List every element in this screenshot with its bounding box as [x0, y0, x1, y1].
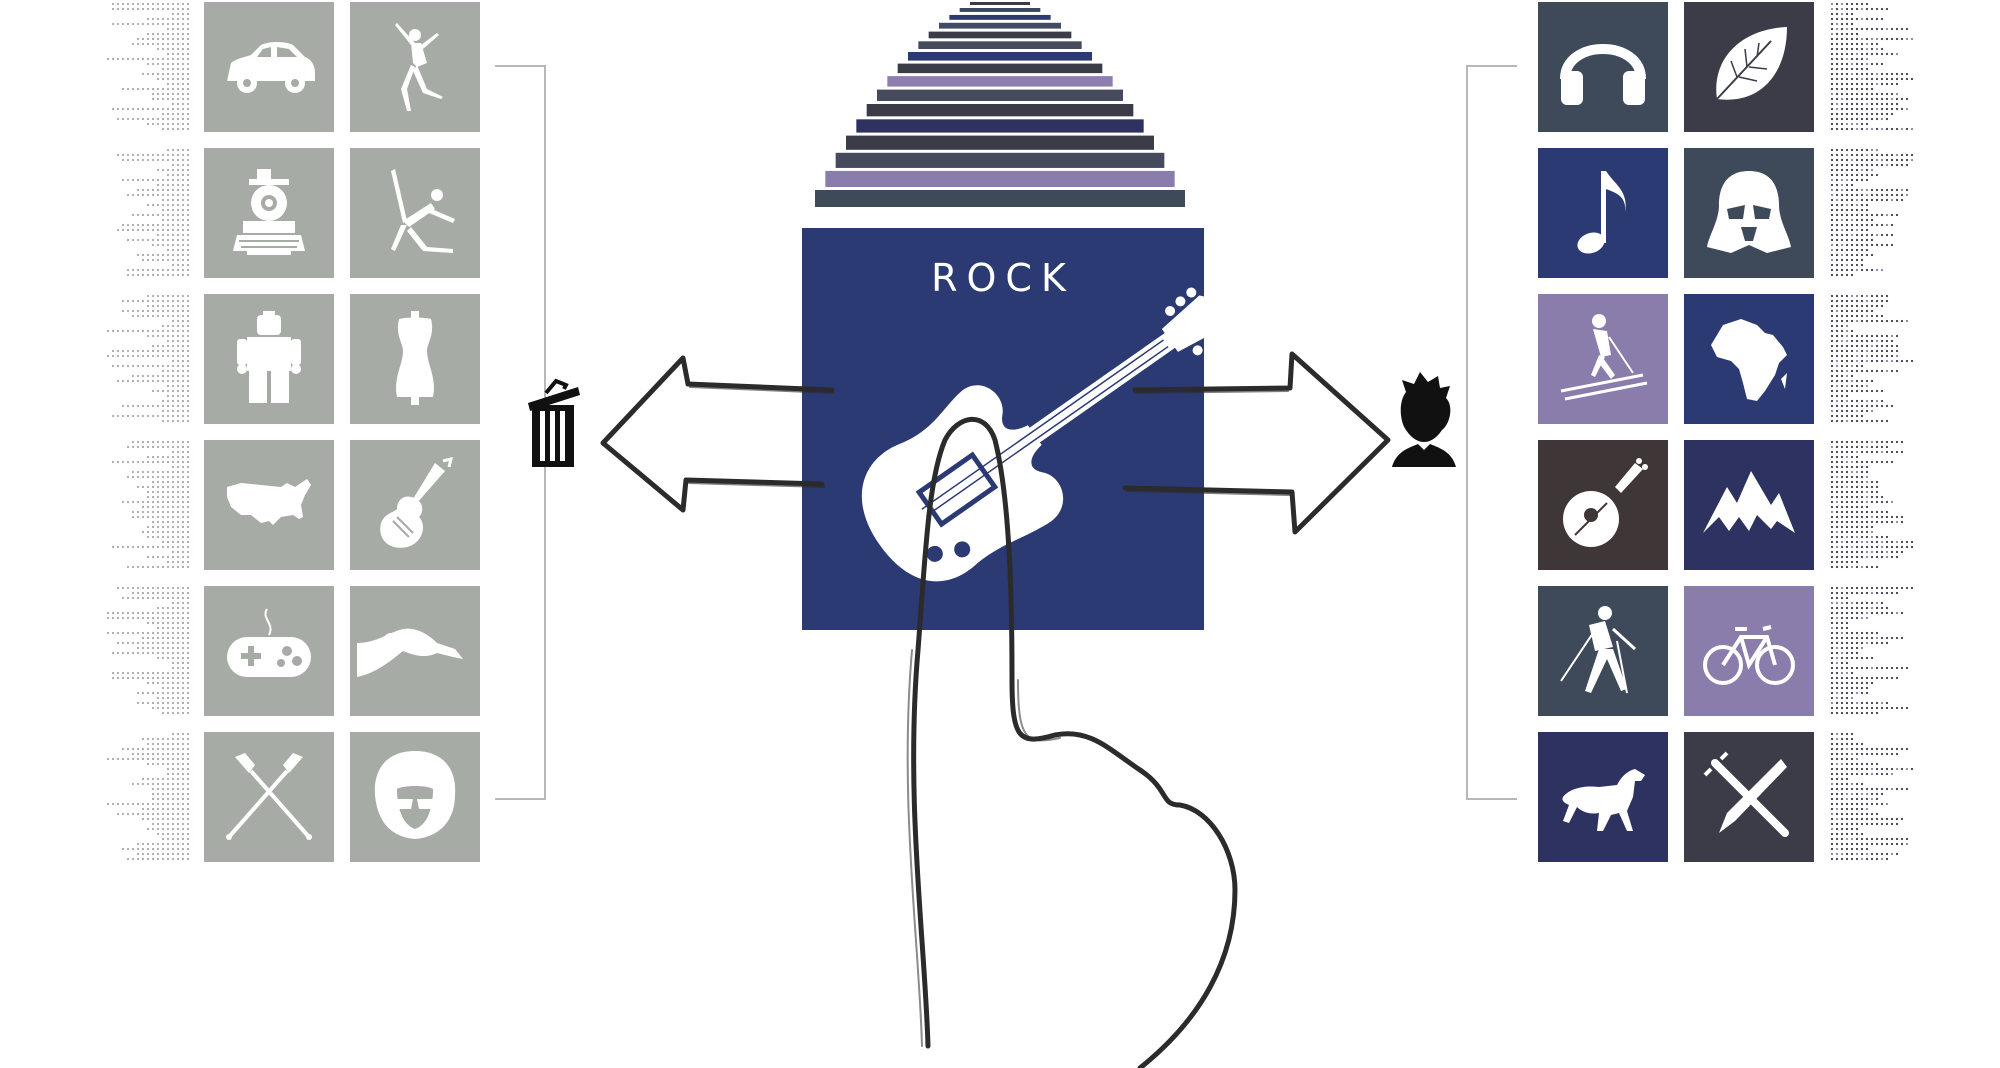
- steam-train-icon: [233, 169, 305, 255]
- left-interest-tile[interactable]: [204, 732, 334, 862]
- right-interest-tile[interactable]: [1684, 440, 1814, 570]
- music-note-icon: [1577, 171, 1626, 254]
- left-interest-tile[interactable]: [350, 732, 480, 862]
- left-interest-tile[interactable]: [350, 294, 480, 424]
- gymnast-icon: [391, 169, 455, 253]
- right-interest-tile[interactable]: [1684, 148, 1814, 278]
- stack-bar: [887, 76, 1113, 87]
- stack-bar: [928, 31, 1072, 39]
- right-interest-tile[interactable]: [1538, 586, 1668, 716]
- dot-texture: [100, 440, 190, 570]
- card-stack: [815, 2, 1185, 207]
- right-interest-tile[interactable]: [1684, 2, 1814, 132]
- swipe-left-arrow: [600, 355, 835, 513]
- dot-texture: [1830, 148, 1920, 278]
- stack-bar: [856, 119, 1144, 133]
- leaf-icon: [1716, 27, 1787, 100]
- ballerina-icon: [395, 23, 443, 111]
- stack-bar: [866, 104, 1134, 117]
- stack-bar: [825, 170, 1175, 187]
- dot-texture: [1830, 2, 1920, 132]
- mandolin-icon: [1563, 458, 1648, 547]
- right-interest-tile[interactable]: [1684, 294, 1814, 424]
- right-interest-tile[interactable]: [1538, 440, 1668, 570]
- hiker-icon: [1560, 606, 1637, 694]
- dot-texture: [1830, 732, 1920, 862]
- horse-icon: [1562, 769, 1645, 831]
- stack-bar: [846, 135, 1154, 150]
- user-silhouette-icon[interactable]: [1392, 372, 1456, 467]
- dot-texture: [1830, 294, 1920, 424]
- violin-icon: [380, 456, 454, 548]
- right-interest-tile[interactable]: [1684, 732, 1814, 862]
- stack-bar: [877, 89, 1123, 101]
- dot-texture: [100, 294, 190, 424]
- right-bracket: [1466, 65, 1517, 800]
- stack-bar: [815, 190, 1185, 207]
- fork-knife-icon: [1703, 751, 1789, 837]
- mountains-icon: [1703, 471, 1795, 533]
- stack-bar: [918, 41, 1082, 49]
- left-interest-tile[interactable]: [350, 2, 480, 132]
- right-interest-tile[interactable]: [1538, 732, 1668, 862]
- dot-texture: [100, 732, 190, 862]
- dot-texture: [100, 586, 190, 716]
- dot-texture: [1830, 586, 1920, 716]
- dress-form-icon: [396, 311, 434, 405]
- right-interest-tile[interactable]: [1684, 586, 1814, 716]
- stack-bar: [897, 63, 1103, 74]
- stack-bar: [970, 2, 1030, 5]
- swimmer-icon: [357, 628, 463, 677]
- stack-bar: [949, 14, 1051, 20]
- card-title: ROCK: [931, 256, 1075, 300]
- left-interest-tile[interactable]: [204, 2, 334, 132]
- darth-vader-icon: [1707, 171, 1791, 253]
- car-icon: [227, 42, 315, 93]
- stack-bar: [939, 22, 1061, 29]
- crossed-paddles-icon: [226, 753, 312, 840]
- right-interest-tile[interactable]: [1538, 2, 1668, 132]
- stack-bar: [908, 52, 1092, 61]
- dot-texture: [1830, 440, 1920, 570]
- headphones-icon: [1560, 44, 1646, 105]
- bicycle-icon: [1703, 625, 1795, 685]
- left-interest-tile[interactable]: [204, 586, 334, 716]
- usa-map-icon: [227, 479, 311, 525]
- stack-bar: [959, 8, 1041, 12]
- rock-card[interactable]: ROCK: [802, 228, 1204, 630]
- africa-map-icon: [1711, 319, 1787, 401]
- left-interest-tile[interactable]: [204, 294, 334, 424]
- stack-bar: [835, 152, 1165, 168]
- dot-texture: [100, 2, 190, 132]
- left-interest-tile[interactable]: [350, 148, 480, 278]
- skier-icon: [1560, 314, 1648, 401]
- toy-figure-icon: [237, 311, 301, 403]
- afro-sunglasses-icon: [374, 751, 456, 839]
- left-interest-tile[interactable]: [204, 148, 334, 278]
- left-interest-tile[interactable]: [350, 440, 480, 570]
- left-interest-tile[interactable]: [204, 440, 334, 570]
- dot-texture: [100, 148, 190, 278]
- trash-can-icon[interactable]: [528, 378, 580, 467]
- right-interest-tile[interactable]: [1538, 148, 1668, 278]
- right-interest-tile[interactable]: [1538, 294, 1668, 424]
- game-controller-icon: [227, 608, 311, 677]
- left-interest-tile[interactable]: [350, 586, 480, 716]
